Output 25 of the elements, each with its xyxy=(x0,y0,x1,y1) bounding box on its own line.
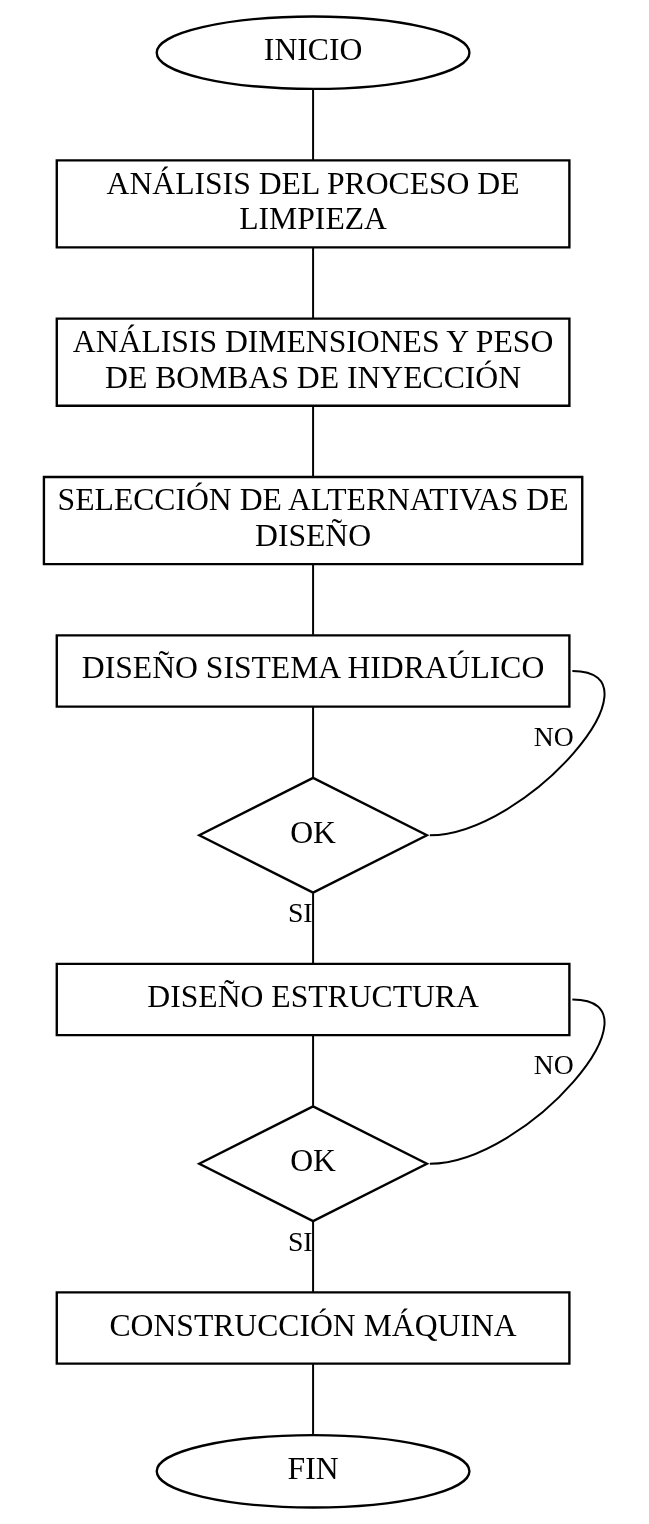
connector xyxy=(428,998,606,1165)
edge-label: SI xyxy=(287,1225,313,1257)
connector xyxy=(312,892,315,965)
edge-label: SI xyxy=(287,897,313,929)
connector xyxy=(312,247,315,320)
node-box: DISEÑO ESTRUCTURA xyxy=(55,962,571,1037)
node-box: DISEÑO SISTEMA HIDRAÚLICO xyxy=(55,634,571,708)
edge-label: NO xyxy=(533,720,574,752)
edge-label: NO xyxy=(533,1049,574,1081)
connector xyxy=(312,1034,315,1107)
node-box: ANÁLISIS DEL PROCESO DE LIMPIEZA xyxy=(55,159,571,249)
node-box: SELECCIÓN DE ALTERNATIVAS DE DISEÑO xyxy=(42,475,584,566)
connector xyxy=(312,88,315,161)
node-ellipse: INICIO xyxy=(155,15,471,91)
connector xyxy=(312,1220,315,1294)
connector xyxy=(312,705,315,779)
node-box: ANÁLISIS DIMENSIONES Y PESO DE BOMBAS DE INYECCIÓN xyxy=(55,317,571,407)
connector xyxy=(312,405,315,478)
node-diamond: OK xyxy=(196,776,430,894)
node-box: CONSTRUCCIÓN MÁQUINA xyxy=(55,1291,571,1365)
connector xyxy=(312,563,315,636)
node-ellipse: FIN xyxy=(155,1433,471,1509)
connector xyxy=(312,1362,315,1435)
node-diamond: OK xyxy=(196,1105,430,1223)
connector xyxy=(428,669,606,837)
